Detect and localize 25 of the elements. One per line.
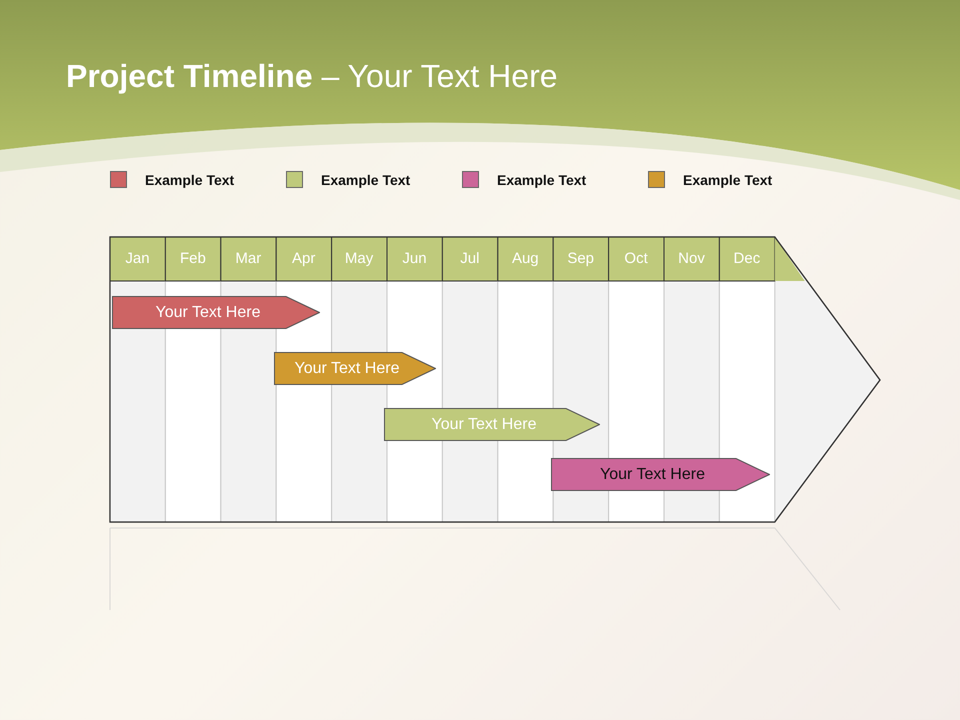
month-label: Jan [124, 249, 151, 269]
month-label: Nov [677, 249, 706, 269]
month-label: Aug [510, 249, 540, 269]
task-label: Your Text Here [294, 359, 400, 379]
gantt-bar [384, 408, 600, 441]
gantt-bar [551, 458, 770, 491]
month-label: Sep [566, 249, 596, 269]
task-label: Your Text Here [599, 465, 706, 485]
gantt-bar [274, 352, 436, 385]
month-label: Dec [732, 249, 762, 269]
legend-label: Example Text [683, 172, 772, 188]
month-label: Oct [623, 249, 649, 269]
legend-label: Example Text [321, 172, 410, 188]
month-label: Feb [178, 249, 207, 269]
task-label: Your Text Here [430, 415, 538, 435]
month-label: Mar [234, 249, 262, 269]
legend-label: Example Text [145, 172, 234, 188]
title: Project Timeline – Your Text Here [66, 58, 558, 95]
gantt-bar [112, 296, 320, 329]
task-label: Your Text Here [154, 303, 262, 323]
month-label: Jul [459, 249, 480, 269]
month-label: Apr [291, 249, 316, 269]
month-label: Jun [401, 249, 428, 269]
month-label: May [344, 249, 374, 269]
legend-label: Example Text [497, 172, 586, 188]
